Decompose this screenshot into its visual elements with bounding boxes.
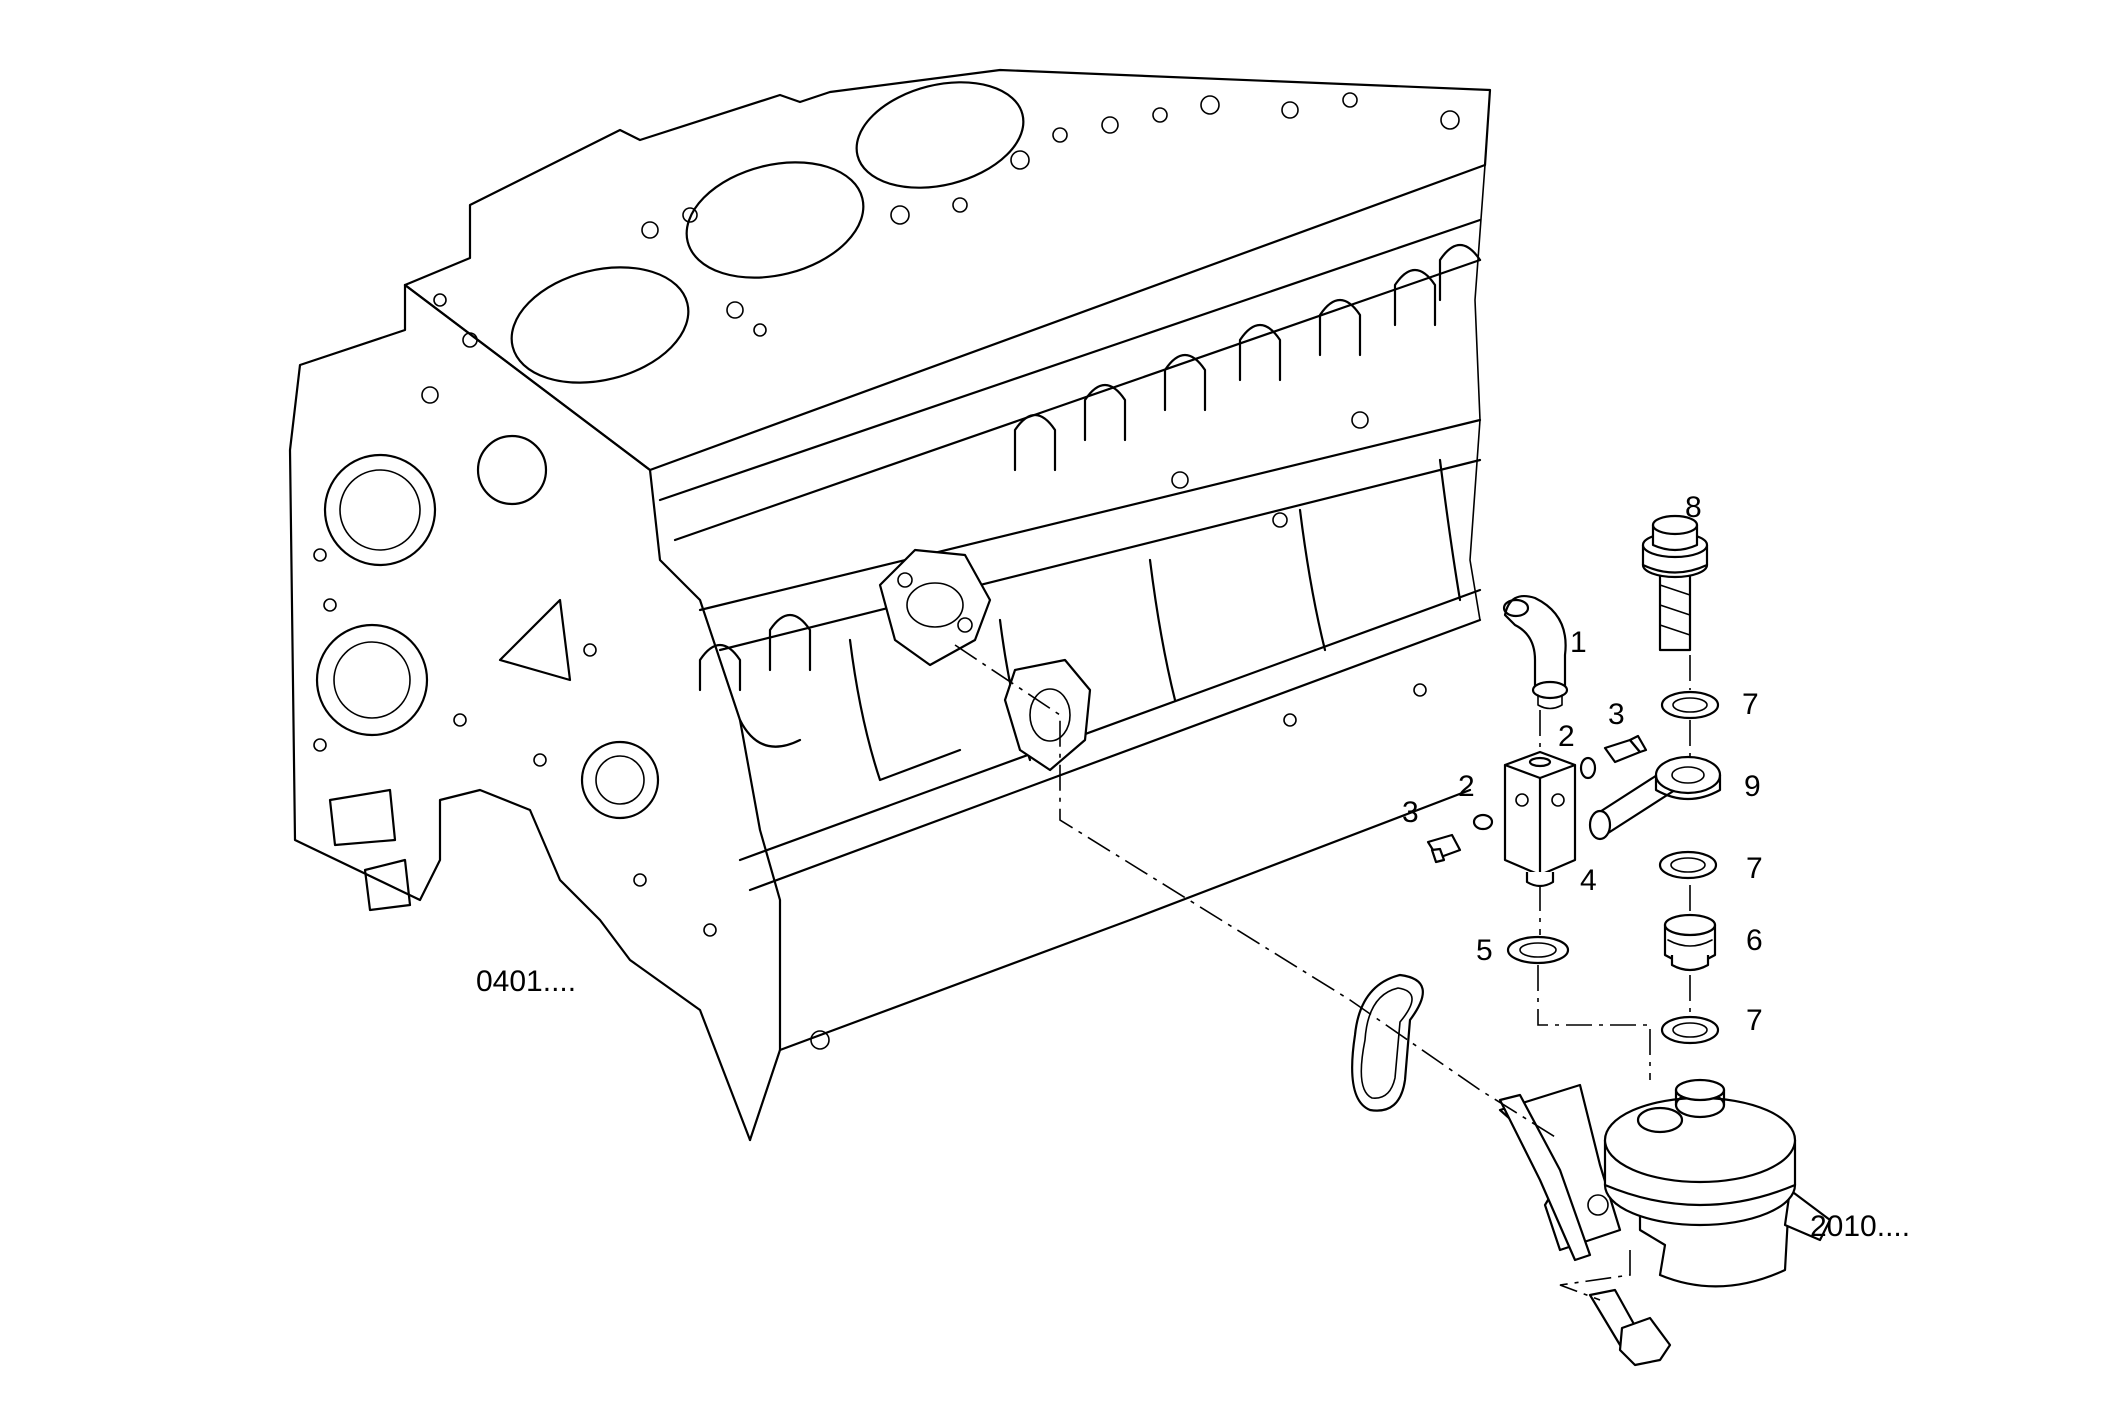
- sealing-washer-5: [1506, 935, 1570, 965]
- sealing-washer-7-top: [1660, 690, 1720, 720]
- seal-2-left: [1472, 813, 1494, 831]
- callout-5: 5: [1476, 934, 1493, 967]
- callout-9: 9: [1744, 770, 1761, 803]
- pump-bolt: [1588, 1288, 1672, 1367]
- callout-2-left: 2: [1458, 770, 1475, 803]
- reference-0401: 0401....: [476, 965, 577, 998]
- adapter-block-4: [1503, 750, 1577, 888]
- callout-8: 8: [1685, 491, 1702, 524]
- screw-plug-3-left: [1426, 833, 1462, 864]
- reference-2010: 2010....: [1810, 1210, 1911, 1243]
- union-6: [1663, 913, 1717, 972]
- callout-3-left: 3: [1402, 796, 1419, 829]
- assembly-center-lines: [954, 644, 1691, 1301]
- seal-2-right: [1579, 756, 1597, 780]
- banjo-bolt-8: [1641, 514, 1709, 652]
- callout-2-right: 2: [1558, 720, 1575, 753]
- sealing-washer-7-bottom: [1660, 1015, 1720, 1045]
- callout-3-right: 3: [1608, 698, 1625, 731]
- engine-block: [288, 68, 1492, 1142]
- elbow-fitting-1: [1502, 594, 1569, 710]
- banjo-fitting-9: [1588, 755, 1722, 841]
- fuel-lift-pump: [1351, 973, 1832, 1288]
- callout-7-middle: 7: [1746, 852, 1763, 885]
- callout-6: 6: [1746, 924, 1763, 957]
- callout-7-top: 7: [1742, 688, 1759, 721]
- callout-7-bottom: 7: [1746, 1004, 1763, 1037]
- callout-4: 4: [1580, 864, 1597, 897]
- sealing-washer-7-middle: [1658, 850, 1718, 880]
- callout-1: 1: [1570, 626, 1587, 659]
- screw-plug-3-right: [1603, 734, 1648, 764]
